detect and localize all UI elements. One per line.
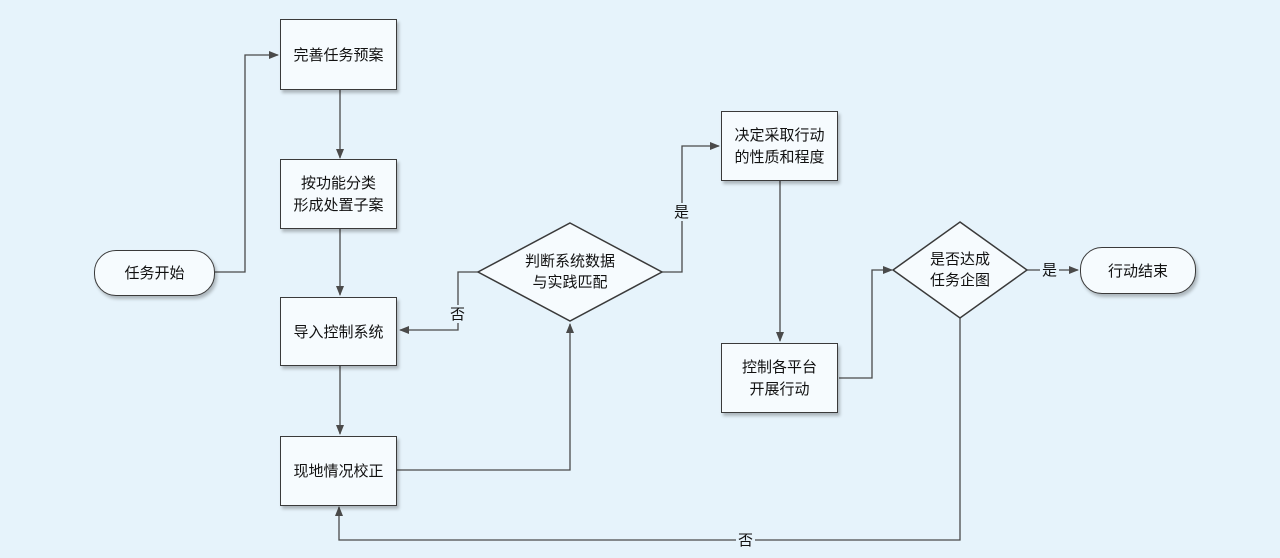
perfect-plan-node: 完善任务预案: [280, 19, 397, 90]
edge-label-intent-no: 否: [736, 531, 756, 549]
field-calibration-node: 现地情况校正: [280, 436, 397, 506]
edge-label-match-no: 否: [448, 305, 468, 323]
judge-match-label: 判断系统数据 与实践匹配: [524, 252, 615, 291]
edge-intent-no: [335, 318, 961, 541]
edge-judge-no: [399, 271, 478, 334]
edge-label-intent-yes: 是: [1040, 261, 1060, 279]
decision-diamond-match: [476, 222, 664, 322]
decide-action-node: 决定采取行动 的性质和程度: [721, 111, 838, 181]
end-node: 行动结束: [1080, 247, 1196, 294]
import-control-node: 导入控制系统: [280, 297, 397, 366]
edge-calibration-to-judge: [397, 323, 574, 471]
decision-diamond-intent: [891, 221, 1029, 319]
control-platforms-node: 控制各平台 开展行动: [721, 343, 838, 413]
intent-reached-label: 是否达成 任务企图: [929, 250, 990, 289]
edge-start-to-plan: [215, 51, 279, 273]
classify-subplan-node: 按功能分类 形成处置子案: [280, 159, 397, 229]
start-node: 任务开始: [94, 250, 215, 296]
edge-label-match-yes: 是: [672, 203, 692, 221]
edge-control-to-intent: [839, 266, 893, 379]
